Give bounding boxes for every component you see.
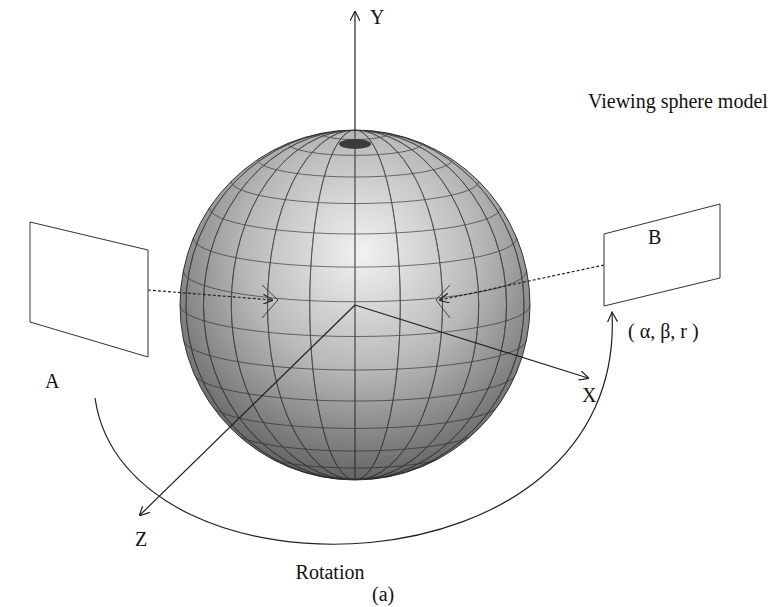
latitude-line [183, 339, 526, 370]
latitude-line [209, 402, 500, 428]
view-cone [262, 285, 450, 318]
image-plane: A [25, 218, 153, 396]
plane-label: A [45, 370, 59, 392]
diagram-note: Viewing sphere model [588, 90, 768, 112]
latitude-line [231, 429, 478, 451]
axis-label: Y [370, 6, 384, 28]
latitude-line [288, 467, 422, 479]
sphere-grid [180, 130, 530, 483]
plane-outline [604, 204, 720, 306]
figure-caption: (a) [372, 583, 394, 605]
latitude-line [209, 208, 500, 234]
plane-outline [25, 218, 153, 396]
z-axis [140, 305, 355, 515]
latitude-line [321, 477, 389, 483]
axis-label: Z [135, 528, 147, 550]
plane-outline [598, 198, 724, 310]
x-axis [355, 305, 588, 378]
axis-label: X [582, 384, 596, 406]
view-ray [148, 290, 272, 300]
rotation-arc [95, 312, 612, 544]
image-plane: B [598, 198, 724, 310]
view-ray [440, 265, 604, 300]
latitude-line [258, 451, 452, 469]
edge-label: Rotation [294, 561, 367, 583]
latitude-line [258, 159, 452, 177]
latitude-line [193, 238, 516, 267]
view-parameters: ( α, β, r ) [628, 320, 699, 342]
latitude-line [193, 372, 516, 401]
sphere-pole [339, 139, 371, 149]
latitude-line [180, 305, 530, 337]
latitude-line [231, 181, 478, 203]
latitude-line [321, 133, 389, 139]
plane-outline [30, 222, 148, 357]
plane-label: B [648, 226, 661, 248]
